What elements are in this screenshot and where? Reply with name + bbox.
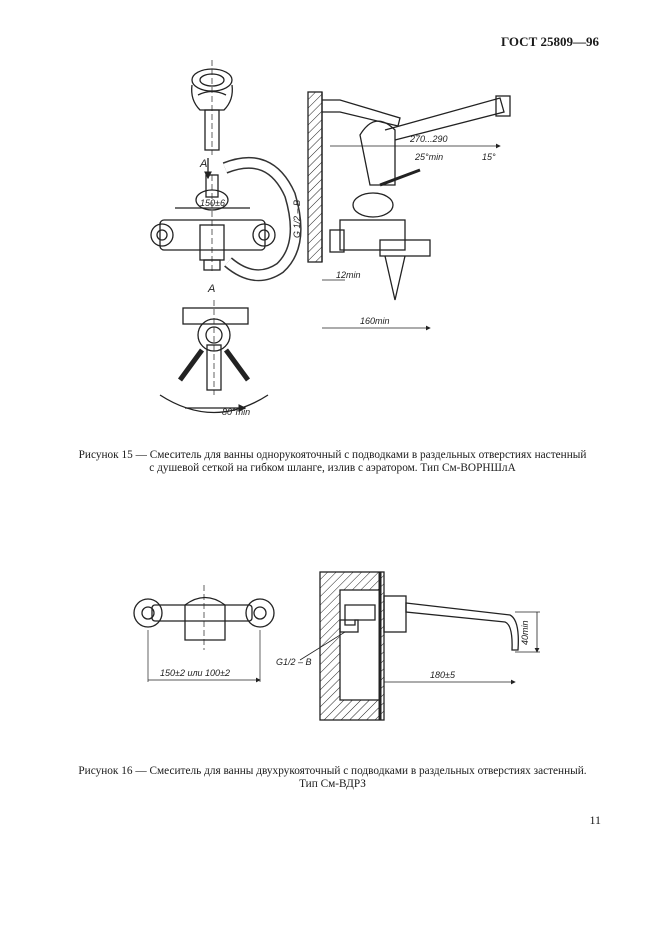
fig15-thread-dim: G 1/2 – B: [292, 200, 302, 238]
fig16-front-view: 150±2 или 100±2: [133, 585, 275, 683]
fig15-depth-dim: 12min: [336, 270, 361, 280]
fig15-reach-dim: 270...290: [409, 134, 448, 144]
figure16-caption-line2: Тип См-ВДРЗ: [299, 778, 366, 790]
fig16-reach-dim: 180±5: [430, 670, 456, 680]
figure16-drawing: 150±2 или 100±2 40min 180±5 G1/2 – B: [133, 571, 540, 721]
fig16-spacing-dim: 150±2 или 100±2: [160, 668, 230, 678]
fig15-view-label-top: А: [199, 158, 207, 170]
fig15-view-a: 80°min: [159, 300, 269, 417]
fig15-front-view: 150±6: [150, 174, 276, 272]
figure15-caption: Рисунок 15 — Смеситель для ванны однорук…: [60, 449, 605, 475]
fig15-length-dim: 160min: [360, 316, 390, 326]
fig15-spacing-dim: 150±6: [200, 198, 225, 208]
fig15-aerator-angle-dim: 15°: [482, 152, 496, 162]
standard-header: ГОСТ 25809—96: [500, 34, 599, 49]
fig16-thread-dim: G1/2 – B: [276, 657, 312, 667]
fig15-handle-top-view: [191, 60, 233, 155]
fig15-view-label-bottom: А: [207, 283, 215, 295]
figure15-drawing: А 150±6 А: [150, 60, 511, 417]
fig15-handle-angle-dim: 80°min: [222, 407, 250, 417]
figure15-caption-line1: Рисунок 15 — Смеситель для ванны однорук…: [78, 449, 587, 461]
fig15-side-view: 270...290 25°min 15° G 1/2 – B 12min 160…: [292, 91, 511, 331]
fig16-height-dim: 40min: [520, 620, 530, 645]
figure16-caption-line1: Рисунок 16 — Смеситель для ванны двухрук…: [78, 765, 587, 777]
fig16-side-view: 40min 180±5 G1/2 – B: [276, 571, 540, 721]
figure15-caption-line2: с душевой сеткой на гибком шланге, излив…: [149, 462, 516, 474]
page-number: 11: [589, 813, 601, 827]
fig15-spout-angle-dim: 25°min: [414, 152, 443, 162]
figure16-caption: Рисунок 16 — Смеситель для ванны двухрук…: [60, 765, 605, 791]
